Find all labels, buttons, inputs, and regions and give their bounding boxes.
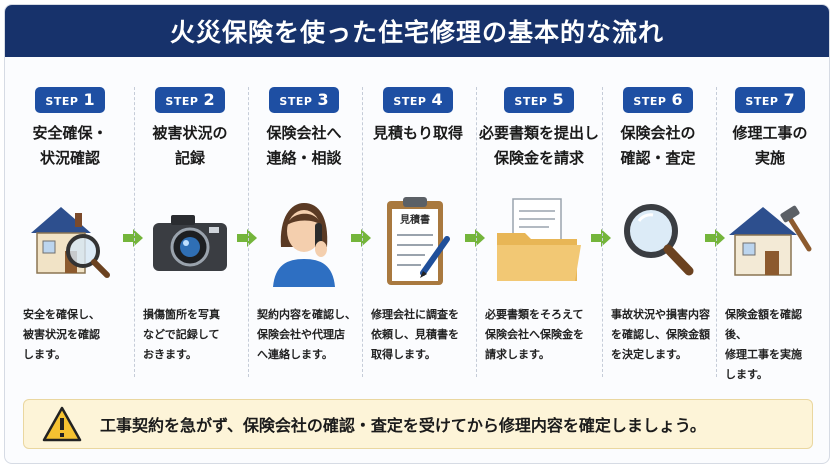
warning-icon xyxy=(42,406,82,442)
notice-box: 工事契約を急がず、保険会社の確認・査定を受けてから修理内容を確定しましょう。 xyxy=(23,399,813,449)
arrow-right-icon xyxy=(705,229,725,247)
step-description: 必要書類をそろえて 保険会社へ保険金を 請求します。 xyxy=(485,308,584,361)
step-description: 修理会社に調査を 依頼し、見積書を 取得します。 xyxy=(371,308,459,361)
step-description: 保険金額を確認後、 修理工事を実施 します。 xyxy=(725,308,802,381)
step-divider xyxy=(248,87,250,377)
arrow-right-icon xyxy=(237,229,257,247)
step-title: 保険会社の 確認・査定 xyxy=(620,124,696,167)
arrow-right-icon xyxy=(351,229,371,247)
step-divider xyxy=(716,87,718,377)
step-divider xyxy=(134,87,136,377)
magnifier-icon xyxy=(624,204,694,276)
clipboard-label: 見積書 xyxy=(399,213,430,226)
page-title: 火災保険を使った住宅修理の基本的な流れ xyxy=(5,5,829,57)
camera-icon xyxy=(153,215,227,271)
step-title: 安全確保・ 状況確認 xyxy=(32,124,108,167)
step-title: 見積もり取得 xyxy=(372,124,463,142)
estimate-clipboard-icon: 見積書 xyxy=(387,197,450,285)
step-description: 事故状況や損害内容 を確認し、保険金額 を決定します。 xyxy=(611,308,710,361)
step-title: 必要書類を提出し 保険金を請求 xyxy=(479,124,600,167)
house-magnifier-icon xyxy=(31,207,110,278)
step-description: 契約内容を確認し、 保険会社や代理店 へ連絡します。 xyxy=(257,308,356,361)
step-title: 保険会社へ 連絡・相談 xyxy=(266,124,342,167)
step-divider xyxy=(362,87,364,377)
step-title: 被害状況の 記録 xyxy=(152,124,228,167)
step-divider xyxy=(476,87,478,377)
house-hammer-icon xyxy=(729,205,812,276)
arrow-right-icon xyxy=(591,229,611,247)
step-description: 損傷箇所を写真 などで記録して おきます。 xyxy=(143,308,220,361)
arrow-right-icon xyxy=(465,229,485,247)
notice-text: 工事契約を急がず、保険会社の確認・査定を受けてから修理内容を確定しましょう。 xyxy=(100,416,706,435)
step-description: 安全を確保し、 被害状況を確認 します。 xyxy=(23,308,100,361)
arrow-right-icon xyxy=(123,229,143,247)
person-phone-icon xyxy=(273,203,335,287)
document-folder-icon xyxy=(497,198,581,281)
step-divider xyxy=(602,87,604,377)
step-title: 修理工事の 実施 xyxy=(732,124,808,167)
